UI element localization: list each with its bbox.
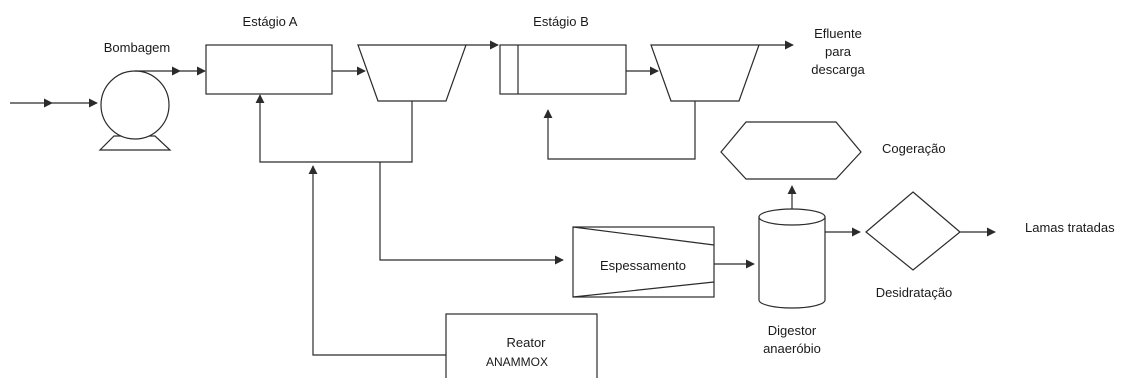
pump-icon	[98, 70, 172, 151]
thickening-unit	[572, 226, 715, 298]
digestor-label-1: Digestor	[768, 323, 817, 338]
efluente-label-2: para	[825, 44, 852, 59]
anammox-reactor	[445, 313, 598, 378]
sludge-to-thickening-line	[379, 162, 564, 265]
anammox-return-line	[308, 165, 446, 356]
reator-label-1: Reator	[506, 335, 546, 350]
bombagem-label: Bombagem	[104, 40, 170, 55]
espessamento-label: Espessamento	[600, 258, 686, 273]
settler-b	[650, 44, 760, 102]
settler-a	[357, 44, 467, 102]
stage-a-tank	[205, 44, 333, 95]
efluente-label-1: Efluente	[814, 26, 862, 41]
estagio-a-label: Estágio A	[243, 14, 298, 29]
recycle-a-line	[255, 94, 413, 163]
estagio-b-label: Estágio B	[533, 14, 589, 29]
anaerobic-digester	[758, 208, 826, 309]
desidratacao-label: Desidratação	[876, 285, 953, 300]
cogeneration-unit	[720, 121, 862, 180]
stage-b-tank	[499, 44, 627, 95]
cogeracao-label: Cogeração	[882, 141, 946, 156]
reator-label-2: ANAMMOX	[486, 355, 548, 369]
recycle-b-line	[543, 101, 696, 160]
lamas-tratadas-label: Lamas tratadas	[1025, 220, 1115, 235]
efluente-label-3: descarga	[811, 62, 865, 77]
digestor-label-2: anaeróbio	[763, 341, 821, 356]
dewatering-unit	[865, 191, 961, 271]
